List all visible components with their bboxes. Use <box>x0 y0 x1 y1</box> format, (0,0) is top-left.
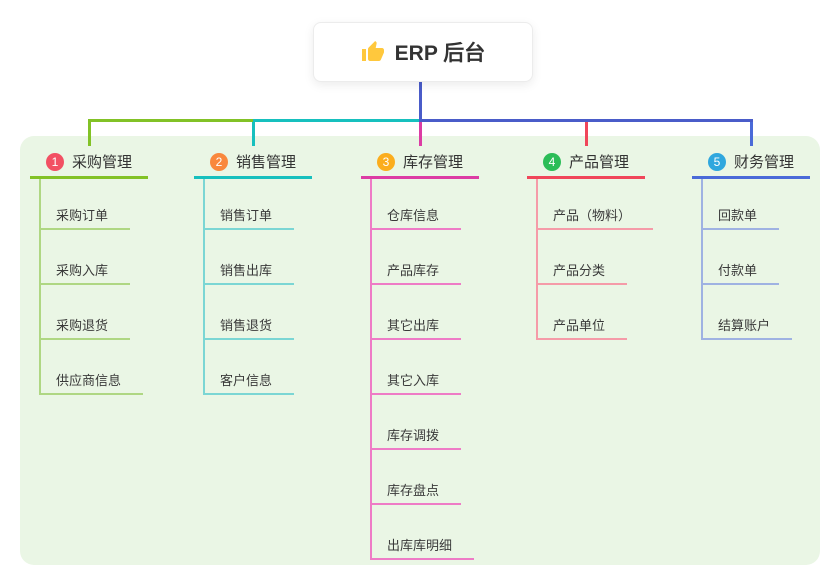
root-title: ERP 后台 <box>394 42 486 65</box>
child-node[interactable]: 付款单 <box>701 258 780 285</box>
child-node[interactable]: 采购退货 <box>39 313 131 340</box>
branch-label: 财务管理 <box>733 154 794 171</box>
child-node[interactable]: 库存调拨 <box>370 423 462 450</box>
child-node[interactable]: 库存盘点 <box>370 478 462 505</box>
child-node[interactable]: 采购入库 <box>39 258 131 285</box>
branch-node-5[interactable]: 5 财务管理 <box>692 147 810 179</box>
child-node[interactable]: 其它出库 <box>370 313 462 340</box>
branch-node-3[interactable]: 3 库存管理 <box>361 147 479 179</box>
branch-number-badge: 1 <box>45 152 64 171</box>
branch-label: 销售管理 <box>235 154 296 171</box>
branch-label: 采购管理 <box>71 154 132 171</box>
branch-children-line <box>701 179 703 340</box>
child-node[interactable]: 产品单位 <box>536 313 628 340</box>
branch-node-2[interactable]: 2 销售管理 <box>194 147 312 179</box>
branch-drop-line <box>749 119 753 146</box>
branch-drop-line <box>584 119 588 146</box>
thumbs-up-icon <box>361 40 385 64</box>
branch-number-badge: 2 <box>209 152 228 171</box>
branch-children-line <box>39 179 41 395</box>
child-node[interactable]: 其它入库 <box>370 368 462 395</box>
child-node[interactable]: 仓库信息 <box>370 203 462 230</box>
connector-rail-segment <box>89 119 253 122</box>
child-node[interactable]: 回款单 <box>701 203 780 230</box>
child-node[interactable]: 供应商信息 <box>39 368 144 395</box>
branches-panel <box>20 136 820 565</box>
child-node[interactable]: 结算账户 <box>701 313 793 340</box>
branch-node-4[interactable]: 4 产品管理 <box>527 147 645 179</box>
branch-number-badge: 3 <box>376 152 395 171</box>
branch-number-badge: 5 <box>707 152 726 171</box>
branch-children-line <box>370 179 372 560</box>
connector-rail-segment <box>253 119 420 122</box>
child-node[interactable]: 采购订单 <box>39 203 131 230</box>
branch-number-badge: 4 <box>542 152 561 171</box>
connector-rail-segment <box>420 119 753 122</box>
branch-children-line <box>203 179 205 395</box>
branch-label: 库存管理 <box>402 154 463 171</box>
child-node[interactable]: 出库库明细 <box>370 533 475 560</box>
root-trunk-line <box>419 82 422 122</box>
child-node[interactable]: 销售订单 <box>203 203 295 230</box>
branch-drop-line <box>251 119 255 146</box>
branch-drop-line <box>87 119 91 146</box>
branch-label: 产品管理 <box>568 154 629 171</box>
branch-node-1[interactable]: 1 采购管理 <box>30 147 148 179</box>
child-node[interactable]: 销售退货 <box>203 313 295 340</box>
branch-drop-line <box>418 119 422 146</box>
child-node[interactable]: 产品（物料） <box>536 203 654 230</box>
child-node[interactable]: 产品库存 <box>370 258 462 285</box>
root-node[interactable]: ERP 后台 <box>313 22 533 82</box>
child-node[interactable]: 销售出库 <box>203 258 295 285</box>
branch-children-line <box>536 179 538 340</box>
child-node[interactable]: 客户信息 <box>203 368 295 395</box>
child-node[interactable]: 产品分类 <box>536 258 628 285</box>
